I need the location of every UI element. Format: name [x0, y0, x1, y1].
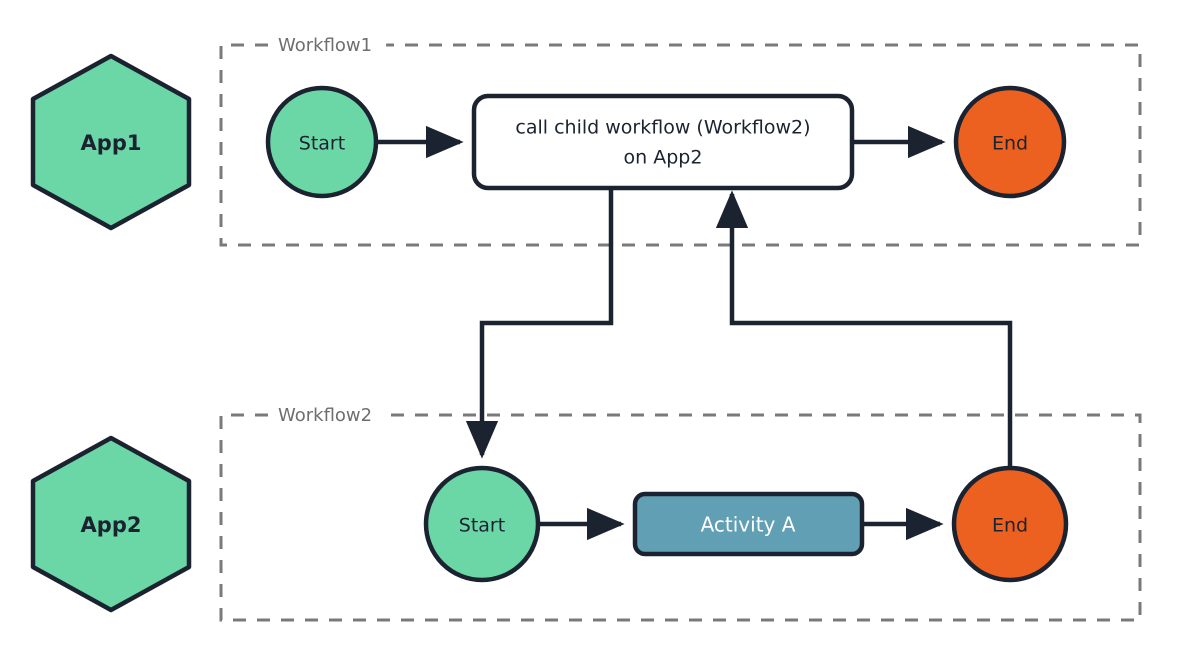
edges-layer — [378, 125, 1013, 541]
wf1-start-circle — [265, 85, 379, 199]
wf1-call-child-workflow-label-line2: on App2 — [624, 147, 703, 169]
wf1-start-label: Start — [299, 133, 345, 155]
wf2-activity-node[interactable]: Activity A — [632, 491, 865, 557]
edge-wf2-end-to-call — [715, 190, 1013, 468]
wf1-call-child-workflow-label-line1: call child workflow (Workflow2) — [515, 117, 810, 139]
wf1-call-child-workflow-node[interactable]: call child workflow (Workflow2) on App2 — [471, 93, 855, 191]
workflow1-dashed-border — [219, 43, 1142, 247]
workflow1-label: Workflow1 — [278, 35, 372, 56]
app2-label: App2 — [81, 513, 142, 537]
app1-hexagon-shape — [30, 53, 192, 231]
wf1-start-node[interactable]: Start — [265, 85, 379, 199]
wf2-activity-label: Activity A — [701, 513, 796, 537]
wf1-end-node[interactable]: End — [953, 85, 1067, 199]
app1-label: App1 — [81, 131, 142, 155]
wf2-start-node[interactable]: Start — [423, 465, 541, 583]
edge-call-to-wf2-start — [465, 188, 614, 459]
wf1-end-circle — [953, 85, 1067, 199]
wf2-start-label: Start — [459, 515, 505, 537]
wf2-end-circle — [951, 465, 1069, 583]
wf2-end-node[interactable]: End — [951, 465, 1069, 583]
wf2-end-label: End — [992, 515, 1028, 537]
group-workflow1: Workflow1 — [219, 35, 1142, 247]
app2-hexagon-shape — [30, 435, 192, 613]
app1-node[interactable]: App1 — [30, 53, 192, 231]
app2-node[interactable]: App2 — [30, 435, 192, 613]
wf2-start-circle — [423, 465, 541, 583]
wf1-end-label: End — [992, 133, 1028, 155]
wf2-activity-rect — [632, 491, 865, 557]
group-workflow2: Workflow2 — [219, 405, 1142, 622]
workflow2-label: Workflow2 — [278, 405, 372, 426]
wf1-call-child-workflow-rect — [471, 93, 855, 191]
